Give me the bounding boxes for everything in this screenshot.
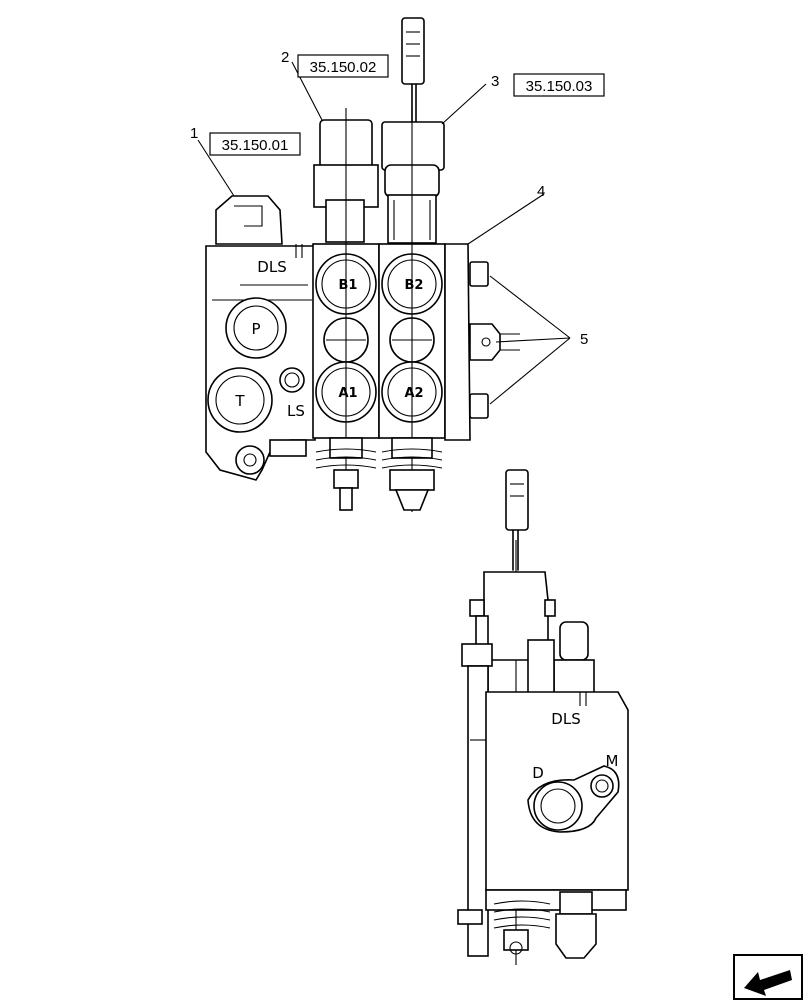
- inlet-cover: P T LS DLS: [205, 195, 316, 481]
- callout-2-ref: 35.150.02: [310, 59, 377, 76]
- callout-3-ref: 35.150.03: [526, 78, 593, 95]
- port-label-t: T: [234, 392, 245, 410]
- callout-2-ref-box: [297, 54, 389, 78]
- callout-3-number: 3: [491, 73, 499, 90]
- leader-lines: [197, 61, 571, 405]
- spool-end-1: [315, 437, 377, 511]
- side-port-label-m: M: [606, 752, 619, 770]
- port-label-a2: A2: [404, 386, 423, 401]
- side-view: DLS D M: [457, 469, 629, 965]
- front-view: P T LS DLS B1 A1: [190, 17, 605, 512]
- port-label-b1: B1: [339, 278, 358, 293]
- side-port-label-dls: DLS: [551, 710, 580, 728]
- spool-end-2: [381, 437, 443, 511]
- working-section-1: B1 A1: [312, 243, 380, 510]
- upper-cap-section-1: [313, 108, 379, 245]
- upper-cap-section-2: [381, 110, 445, 245]
- callout-1-ref-box: [209, 132, 301, 156]
- port-label-b2: B2: [405, 278, 424, 293]
- port-label-dls: DLS: [257, 258, 286, 276]
- working-section-2: B2 A2: [378, 243, 446, 512]
- side-port-label-d: D: [532, 764, 544, 782]
- lever-connector: [401, 17, 425, 131]
- callout-1-number: 1: [190, 125, 198, 142]
- callout-3-ref-box: [513, 73, 605, 97]
- outlet-cover: [444, 243, 520, 441]
- port-label-ls: LS: [287, 402, 305, 420]
- port-label-a1: A1: [338, 386, 357, 401]
- port-label-p: P: [251, 320, 260, 338]
- back-arrow-icon[interactable]: [733, 954, 803, 1000]
- callout-1-ref: 35.150.01: [222, 137, 289, 154]
- callout-4-number: 4: [537, 183, 545, 200]
- callout-5-number: 5: [580, 331, 588, 348]
- callout-2-number: 2: [281, 49, 289, 66]
